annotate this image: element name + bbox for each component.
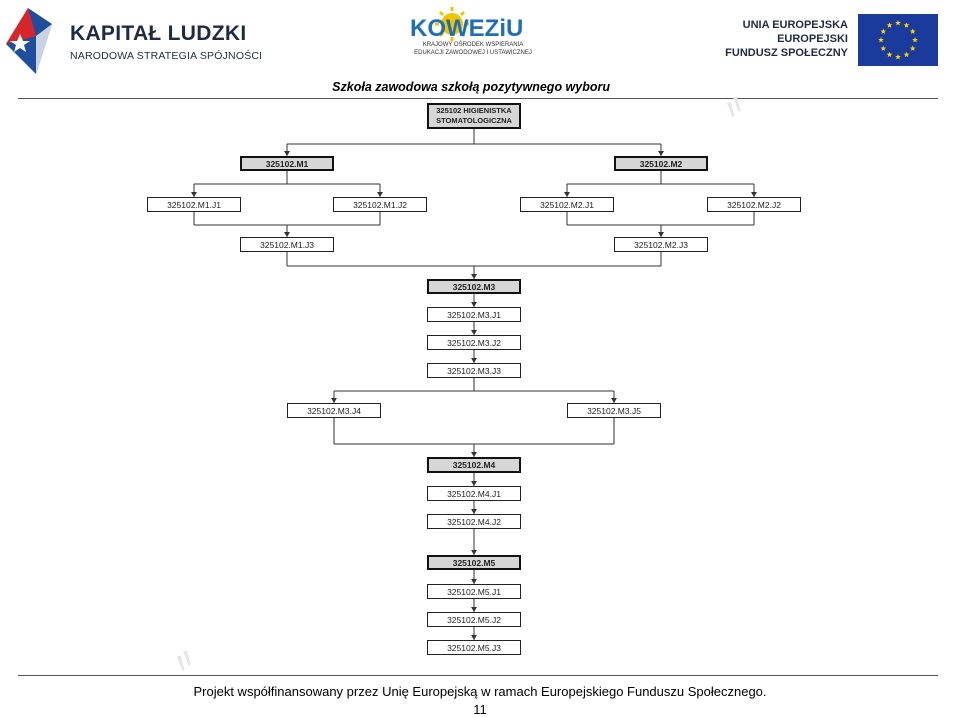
node-m1-j2: 325102.M1.J2: [333, 197, 427, 212]
eu-star-icon: [912, 37, 918, 43]
eu-star-icon: [878, 37, 884, 43]
eu-star-icon: [895, 54, 901, 60]
node-m5-j3: 325102.M5.J3: [427, 640, 521, 655]
eu-text: UNIA EUROPEJSKA EUROPEJSKI FUNDUSZ SPOŁE…: [725, 18, 848, 60]
kowezu-line1: KRAJOWY OŚRODEK WSPIERANIA: [422, 42, 524, 48]
eu-star-icon: [886, 51, 893, 58]
node-m2-j3: 325102.M2.J3: [614, 237, 708, 252]
footer-divider: [18, 675, 938, 676]
node-m5: 325102.M5: [427, 555, 521, 570]
eu-star-icon: [909, 45, 916, 51]
eu-flag-icon: [858, 14, 938, 66]
eu-star-icon: [903, 51, 910, 58]
eu-line3: FUNDUSZ SPOŁECZNY: [725, 47, 848, 59]
node-m3-j5: 325102.M3.J5: [567, 403, 661, 418]
node-m3-j2: 325102.M3.J2: [427, 335, 521, 350]
node-m3: 325102.M3: [427, 279, 521, 294]
eu-star-icon: [909, 28, 916, 34]
footer-text: Projekt współfinansowany przez Unię Euro…: [193, 684, 767, 699]
eu-line2: EUROPEJSKI: [777, 33, 848, 45]
page-header: Szkoła zawodowa szkołą pozytywnego wybor…: [332, 80, 610, 94]
node-m3-j1: 325102.M3.J1: [427, 307, 521, 322]
node-m5-j2: 325102.M5.J2: [427, 612, 521, 627]
kapital-ludzki-subtitle: NARODOWA STRATEGIA SPÓJNOŚCI: [70, 50, 263, 62]
node-m3-j4: 325102.M3.J4: [287, 403, 381, 418]
node-m2: 325102.M2: [614, 156, 708, 171]
eu-star-icon: [895, 20, 901, 26]
eu-star-icon: [903, 22, 910, 28]
node-m5-j1: 325102.M5.J1: [427, 584, 521, 599]
eu-line1: UNIA EUROPEJSKA: [742, 19, 848, 31]
eu-star-icon: [880, 45, 887, 51]
kapital-ludzki-title: KAPITAŁ LUDZKI: [70, 22, 247, 45]
node-m1-j3: 325102.M1.J3: [240, 237, 334, 252]
node-m1-j1: 325102.M1.J1: [147, 197, 241, 212]
kowezu-name: KOWEZiU: [410, 15, 523, 42]
node-root: 325102 HIGIENISTKA STOMATOLOGICZNA: [427, 103, 521, 129]
header-divider: [18, 98, 938, 99]
kowezu-logo-icon: KOWEZiU: [410, 7, 523, 42]
node-m4-j2: 325102.M4.J2: [427, 514, 521, 529]
kowezu-line2: EDUKACJI ZAWODOWEJ I USTAWICZNEJ: [414, 50, 532, 56]
page-number: 11: [473, 702, 487, 717]
kapital-ludzki-logo-icon: [6, 8, 52, 74]
node-m4: 325102.M4: [427, 457, 521, 473]
eu-star-icon: [886, 22, 893, 28]
node-m2-j1: 325102.M2.J1: [520, 197, 614, 212]
node-m3-j3: 325102.M3.J3: [427, 363, 521, 378]
node-m4-j1: 325102.M4.J1: [427, 486, 521, 501]
node-m1: 325102.M1: [240, 156, 334, 171]
eu-star-icon: [880, 28, 887, 34]
node-m2-j2: 325102.M2.J2: [707, 197, 801, 212]
